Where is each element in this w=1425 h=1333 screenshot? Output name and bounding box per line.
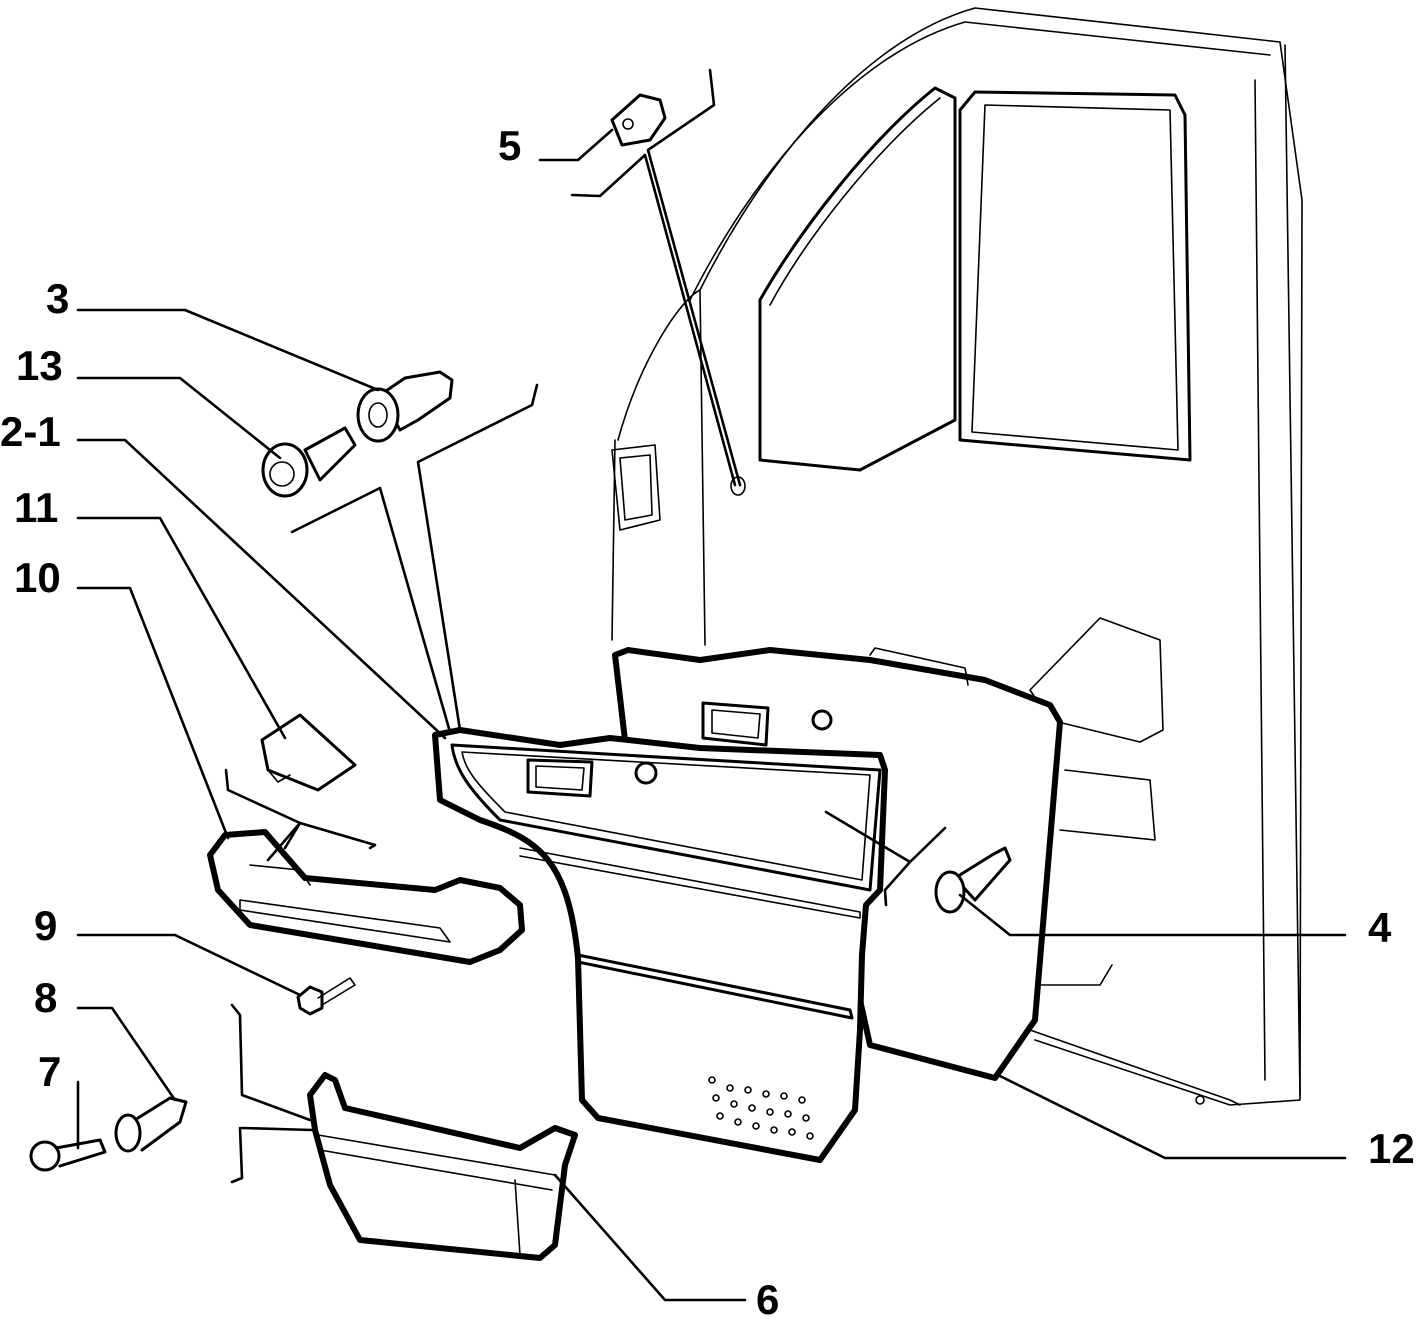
cap (610, 93, 667, 147)
callout-8: 8 (34, 974, 57, 1021)
callout-13: 13 (16, 342, 63, 389)
callout-4: 4 (1368, 904, 1392, 951)
plug (114, 1096, 188, 1153)
callout-5: 5 (498, 122, 521, 169)
door-body (611, 7, 1303, 1106)
callout-10: 10 (14, 554, 61, 601)
callout-6: 6 (756, 1276, 779, 1323)
fastener-13 (261, 426, 357, 498)
callout-7: 7 (38, 1048, 61, 1095)
fastener-3 (356, 370, 454, 443)
front-trim-panel (432, 727, 888, 1163)
callout-11: 11 (14, 484, 58, 531)
callout-2-1: 2-1 (0, 408, 61, 455)
callout-3: 3 (46, 275, 69, 322)
callout-leaders (76, 128, 1347, 1302)
assembly-lines (224, 68, 947, 1184)
callout-12: 12 (1368, 1125, 1415, 1172)
screw (296, 977, 356, 1016)
callout-labels: 5 3 13 2-1 11 10 9 8 7 4 12 6 (0, 122, 1415, 1323)
callout-9: 9 (34, 902, 57, 949)
clip (260, 713, 357, 792)
pocket (307, 1072, 578, 1261)
bolt (29, 1138, 107, 1172)
handle (207, 829, 525, 965)
push-pin (934, 846, 1012, 914)
